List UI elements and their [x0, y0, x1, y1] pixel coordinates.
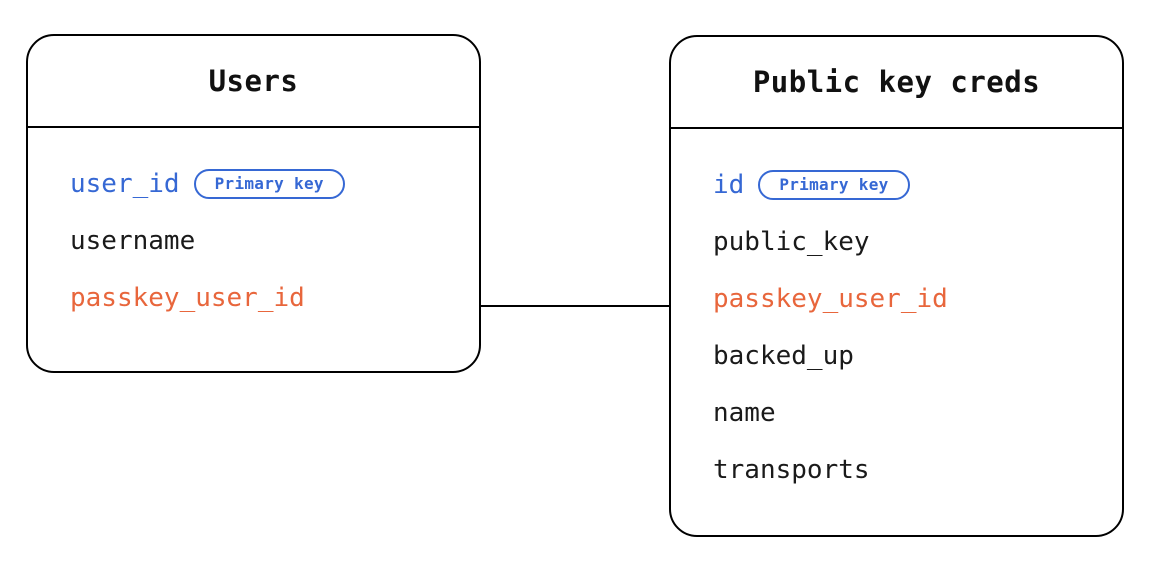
primary-key-badge: Primary key	[758, 170, 910, 200]
entity-users[interactable]: Users user_id Primary key username passkey_…	[26, 34, 481, 373]
field-name-passkey-user-id: passkey_user_id	[70, 283, 305, 313]
field-row[interactable]: passkey_user_id	[70, 281, 305, 315]
entity-users-title: Users	[208, 63, 299, 98]
entity-users-header: Users	[28, 36, 479, 126]
field-row[interactable]: public_key	[713, 225, 870, 259]
field-row[interactable]: id Primary key	[713, 168, 910, 202]
field-row[interactable]: backed_up	[713, 339, 854, 373]
field-name-id: id	[713, 170, 745, 200]
field-row[interactable]: user_id Primary key	[70, 167, 345, 201]
field-row[interactable]: username	[70, 224, 195, 258]
field-name-transports: transports	[713, 455, 870, 485]
primary-key-badge: Primary key	[193, 169, 345, 199]
entity-public-key-creds-header: Public key creds	[671, 37, 1122, 127]
field-name-backed-up: backed_up	[713, 341, 854, 371]
entity-public-key-creds-title: Public key creds	[752, 64, 1041, 99]
field-row[interactable]: name	[713, 396, 776, 430]
field-name-username: username	[70, 226, 196, 256]
entity-users-header-divider	[28, 126, 479, 128]
field-name-passkey-user-id: passkey_user_id	[713, 284, 948, 314]
field-row[interactable]: transports	[713, 453, 870, 487]
field-name-public-key: public_key	[713, 227, 870, 257]
field-row[interactable]: passkey_user_id	[713, 282, 948, 316]
field-name-name: name	[713, 398, 776, 428]
field-name-user-id: user_id	[70, 169, 180, 199]
entity-public-key-creds-header-divider	[671, 127, 1122, 129]
entity-public-key-creds[interactable]: Public key creds id Primary key public_key…	[669, 35, 1124, 537]
primary-key-badge-label: Primary key	[779, 175, 889, 194]
relationship-connector-users-to-public-key-creds	[479, 305, 671, 307]
primary-key-badge-label: Primary key	[214, 174, 324, 193]
